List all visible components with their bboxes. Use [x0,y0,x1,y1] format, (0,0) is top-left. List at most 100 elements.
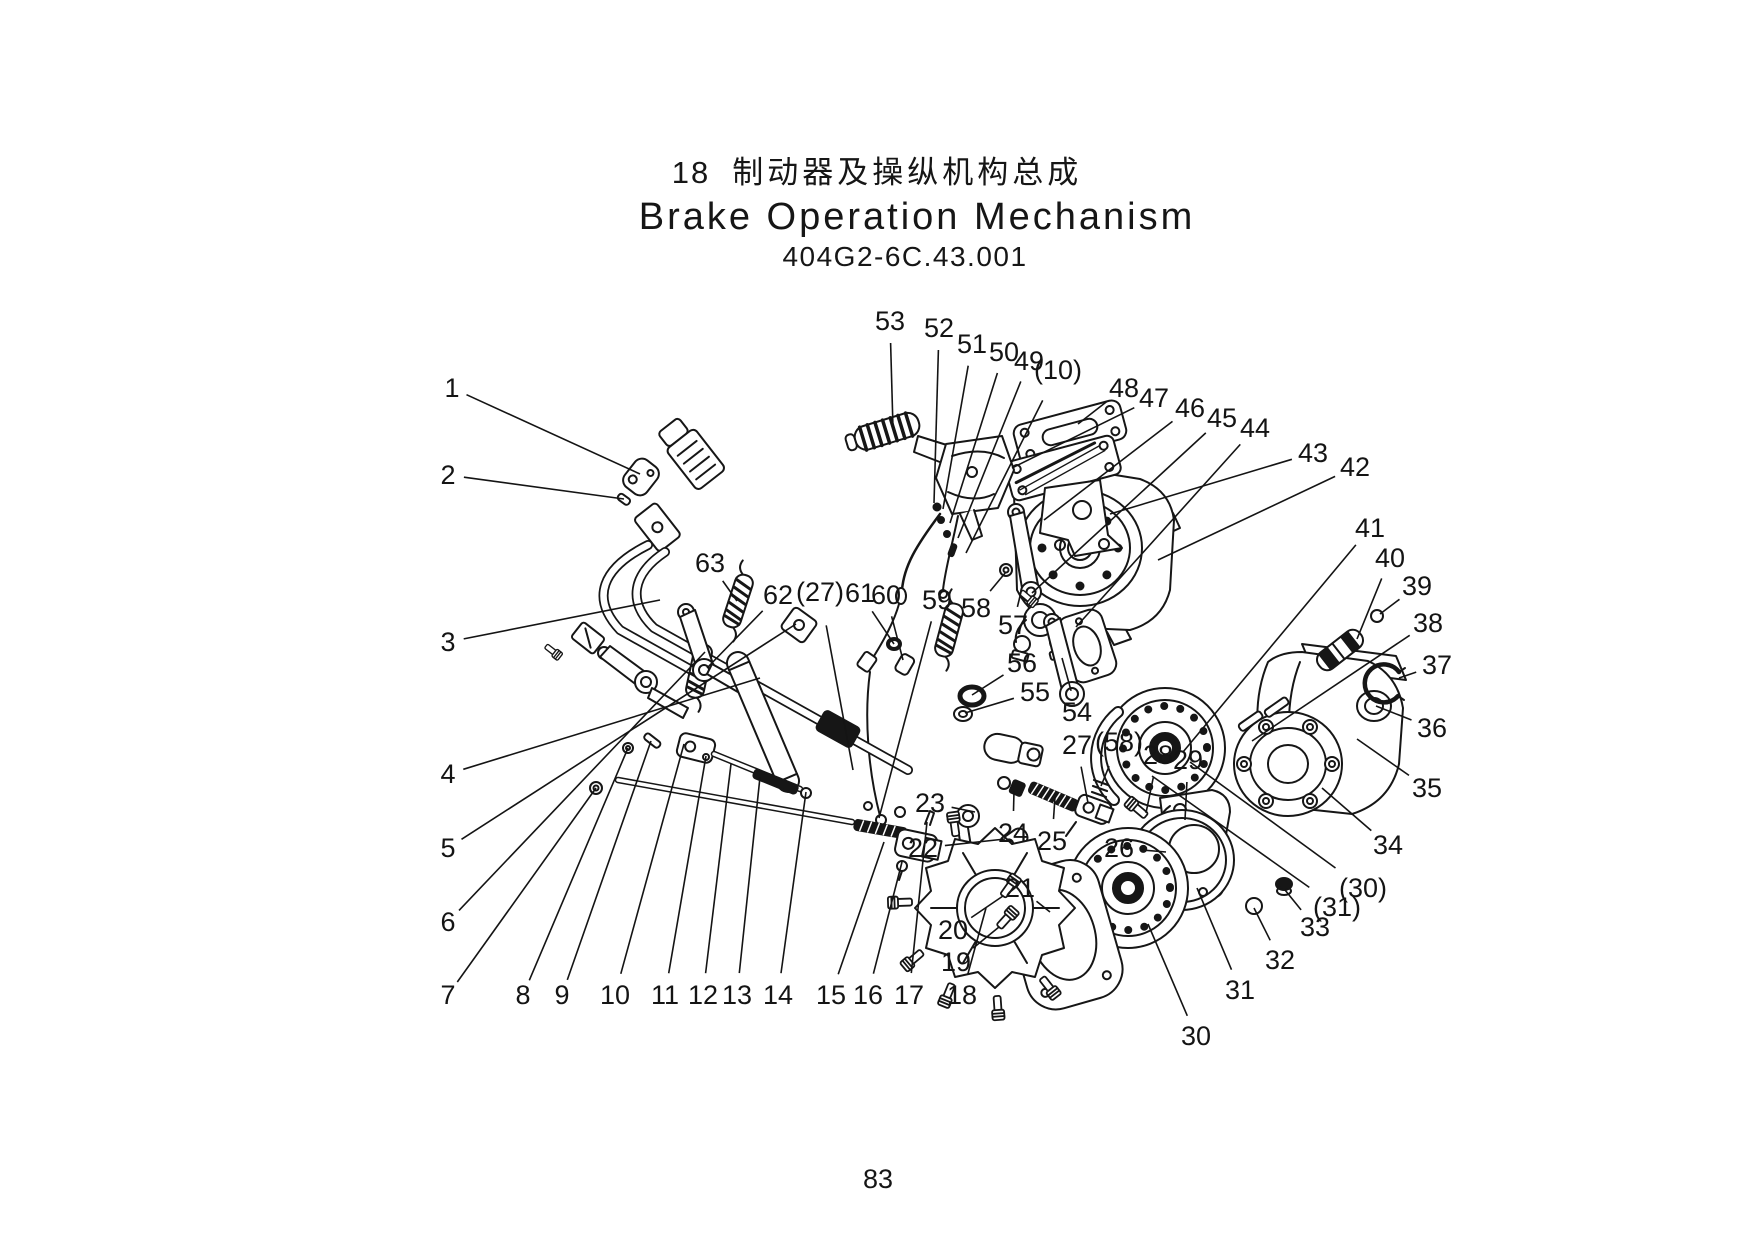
callout-57: 57 [998,591,1028,640]
callout-14: 14 [763,791,807,1010]
callout-label: (58) [1095,727,1143,757]
callout-20: 20 [938,895,1004,945]
callout-17: 17 [894,821,928,1010]
callout-38: 38 [1251,608,1443,742]
callout-24: 24 [998,790,1028,848]
callout-23: 23 [915,788,976,818]
callout-label: 50 [989,337,1019,367]
callout-label: 34 [1373,830,1403,860]
callout-42: 42 [1157,452,1370,561]
chapter-title-zh: 制动器及操纵机构总成 [732,155,1083,190]
callout-6: 6 [440,651,706,937]
callout-31: (31) [1151,775,1361,922]
pedal-assembly [634,417,725,552]
callout-13: 13 [722,776,761,1010]
callout-62: 62 [706,580,793,669]
lock-nut-33 [1275,877,1293,896]
rod-clevis-10 [675,732,717,764]
callout-label: 57 [998,610,1028,640]
callout-label: 54 [1062,697,1092,727]
callout-label: 40 [1375,543,1405,573]
callout-label: 58 [961,593,991,623]
washer-ring-55 [953,706,973,722]
callout-label: 59 [922,585,952,615]
callout-label: 14 [763,980,793,1010]
callout-21: 21 [1005,873,1051,913]
callout-59: 59 [878,585,952,819]
callout-10: 10 [600,743,685,1010]
callout-34: 34 [1321,787,1403,860]
callout-label: (27) [796,577,844,607]
spring-pin [1090,778,1110,799]
callout-53: 53 [875,306,905,429]
callout-30: 30 [1147,923,1211,1051]
callout-label: 8 [515,980,530,1010]
callout-49: 49 [957,346,1044,539]
callout-label: 7 [440,980,455,1010]
callout-label: 3 [440,627,455,657]
callout-label: 45 [1207,403,1237,433]
callout-label: 21 [1005,873,1035,903]
callout-35: 35 [1356,738,1442,803]
callout-label: 10 [600,980,630,1010]
callout-label: 53 [875,306,905,336]
callout-label: 56 [1007,648,1037,678]
callout-46: 46 [1043,393,1205,521]
callout-label: 18 [947,980,977,1010]
callout-label: 32 [1265,945,1295,975]
callout-40: 40 [1356,543,1405,640]
callout-label: 38 [1413,608,1443,638]
callout-label: 24 [998,818,1028,848]
callout-10: (10) [965,355,1082,554]
pin-16 [896,860,908,881]
rod-clevis-15 [894,828,943,863]
steel-ball-39 [1370,609,1384,623]
callout-label: 43 [1298,438,1328,468]
callout-label: 62 [763,580,793,610]
callout-label: 61 [845,578,875,608]
clamp-block-5 [780,606,818,644]
clevis-cylinder [983,732,1044,768]
adjuster-rod [1027,781,1079,812]
adjuster-fork [1065,793,1115,837]
callout-label: 17 [894,980,924,1010]
callout-label: 39 [1402,571,1432,601]
callout-label: 44 [1240,413,1270,443]
callout-label: 31 [1225,975,1255,1005]
callout-label: 20 [938,915,968,945]
callout-19: 19 [941,926,1000,977]
callout-41: 41 [1182,513,1385,753]
callout-30: (30) [1189,761,1387,903]
callout-15: 15 [816,841,885,1010]
callout-28: 28 [1143,740,1173,814]
callout-58: 58 [961,571,1007,623]
callout-label: 4 [440,759,455,789]
callout-label: 55 [1020,677,1050,707]
callout-12: 12 [688,763,732,1010]
callout-label: 25 [1037,826,1067,856]
callout-label: 2 [440,460,455,490]
callout-label: 19 [941,947,971,977]
callout-label: 37 [1422,650,1452,680]
callout-2: 2 [440,460,625,500]
callout-31: 31 [1196,887,1255,1005]
callout-label: (30) [1339,873,1387,903]
callout-label: 33 [1300,912,1330,942]
callout-label: 60 [871,580,901,610]
callout-label: 41 [1355,513,1385,543]
callout-label: 11 [651,980,679,1010]
callout-63: 63 [695,548,738,602]
callout-47: 47 [1011,383,1169,469]
control-cable [856,512,959,826]
pedal-clamp-1 [622,457,660,497]
chapter-number: 18 [671,155,711,190]
callout-16: 16 [853,861,903,1010]
callout-label: 47 [1139,383,1169,413]
callout-26: 26 [1104,833,1167,863]
callout-label: 29 [1173,745,1203,775]
callout-label: 22 [908,833,938,863]
callout-label: 26 [1104,833,1134,863]
